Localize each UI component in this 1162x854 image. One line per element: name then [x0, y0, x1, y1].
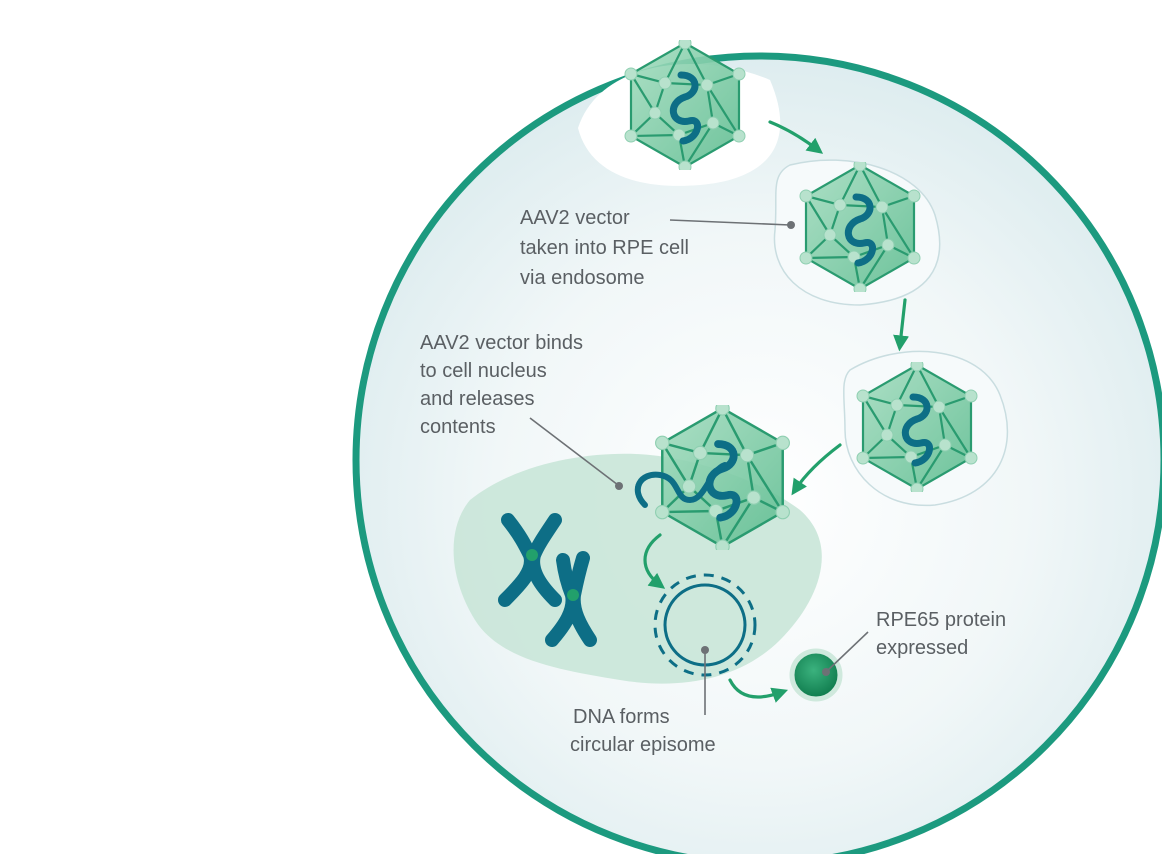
leader-dot: [787, 221, 795, 229]
nucleus-label: AAV2 vector binds to cell nucleus and re…: [420, 332, 589, 438]
flow-arrow: [893, 298, 910, 352]
protein-globule-icon: [789, 648, 843, 702]
protein-label: RPE65 protein expressed: [876, 609, 1012, 659]
leader-dot: [701, 646, 709, 654]
flow-arrow: [728, 678, 789, 703]
leader-line: [825, 631, 869, 673]
flow-arrow: [643, 533, 666, 589]
episome-label: DNA forms circular episome: [570, 706, 716, 756]
leader-dot: [615, 482, 623, 490]
leader-dot: [822, 668, 830, 676]
chromosome-icon: [545, 551, 597, 647]
leader-line: [669, 219, 791, 226]
released-dna-strand: [634, 462, 728, 508]
chromosome-icon: [498, 513, 562, 607]
leader-line: [529, 417, 619, 486]
endosome-label: AAV2 vector taken into RPE cell via endo…: [520, 207, 695, 289]
flow-arrow: [768, 120, 824, 154]
flow-arrow: [791, 443, 842, 496]
